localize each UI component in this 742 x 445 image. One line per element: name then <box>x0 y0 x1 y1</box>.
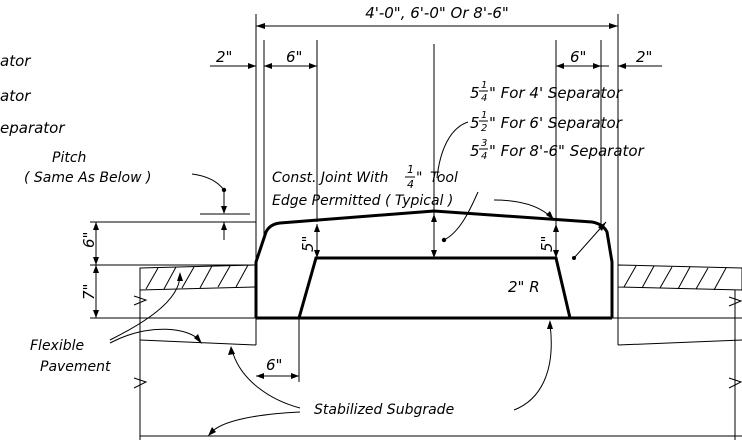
pitch-leader <box>191 173 225 191</box>
joint-fraction-unit: " <box>416 170 422 186</box>
joint-label-tail: Tool <box>430 170 458 186</box>
pitch-sublabel: ( Same As Below ) <box>24 170 151 186</box>
joint-fraction-num: 1 <box>407 163 414 176</box>
top-width-dimension: 4'-0", 6'-0" Or 8'-6" <box>255 4 619 265</box>
left-cut-text-3: eparator <box>0 119 65 137</box>
sep6-num: 1 <box>481 110 487 121</box>
sep6-text: " For 6' Separator <box>489 114 623 132</box>
sep6-whole: 5 <box>470 114 480 132</box>
right-5in-label: 5" <box>538 236 556 252</box>
joint-label-line2: Edge Permitted ( Typical ) <box>272 193 453 209</box>
sep8-num: 3 <box>481 138 487 149</box>
right-6in-label: 6" <box>570 48 586 66</box>
sep4-den: 4 <box>481 93 487 104</box>
sep6-den: 2 <box>481 123 487 134</box>
sep4-text: " For 4' Separator <box>489 84 623 102</box>
left-2in-label: 2" <box>216 48 232 66</box>
subgrade-leader-right <box>513 323 552 411</box>
left-5in-label: 5" <box>299 236 317 252</box>
top-width-label: 4'-0", 6'-0" Or 8'-6" <box>365 4 509 22</box>
separator-notes: 5 1 4 " For 4' Separator 5 1 2 " For 6' … <box>436 80 645 179</box>
subgrade-label: Stabilized Subgrade <box>314 402 454 418</box>
separator-outline <box>254 209 614 318</box>
bottom-6in-dimension: 6" <box>256 318 300 382</box>
right-small-dimensions: 6" 2" <box>555 40 662 228</box>
left-cut-text-1: ator <box>0 52 31 70</box>
flex-leader-1 <box>109 274 181 341</box>
radius-label: 2" R <box>508 278 540 296</box>
sep4-whole: 5 <box>470 84 480 102</box>
pavement-label: Pavement <box>40 359 111 375</box>
pitch-label: Pitch <box>52 150 86 166</box>
separator-inner-void <box>297 256 572 319</box>
right-2in-label: 2" <box>636 48 652 66</box>
vert-6in-label: 6" <box>80 232 98 248</box>
subgrade-leader-lower <box>209 411 301 435</box>
separator-body: 5" 5" 2" R <box>254 209 614 320</box>
bottom-6in-label: 6" <box>266 356 282 374</box>
joint-fraction-den: 4 <box>407 178 414 191</box>
subgrade-leader-upper <box>231 349 301 409</box>
joint-label-line1: Const. Joint With <box>272 170 388 186</box>
sep8-text: " For 8'-6" Separator <box>489 142 645 160</box>
vert-7in-label: 7" <box>80 284 98 300</box>
sep8-den: 4 <box>481 151 487 162</box>
construction-joint-note: Const. Joint With 1 4 " Tool Edge Permit… <box>272 163 554 243</box>
right-pavement <box>612 264 742 440</box>
sep8-whole: 5 <box>470 142 480 160</box>
left-vertical-dimensions: 6" 7" <box>80 221 256 319</box>
left-pavement <box>139 264 257 440</box>
sep4-num: 1 <box>481 80 487 91</box>
separator-notes-leader <box>436 121 469 179</box>
flexible-label: Flexible <box>30 338 84 354</box>
left-cut-text-2: ator <box>0 87 31 105</box>
left-small-dimensions: 2" 6" <box>210 40 318 235</box>
left-6in-label: 6" <box>286 48 302 66</box>
joint-leader-center <box>443 191 479 241</box>
